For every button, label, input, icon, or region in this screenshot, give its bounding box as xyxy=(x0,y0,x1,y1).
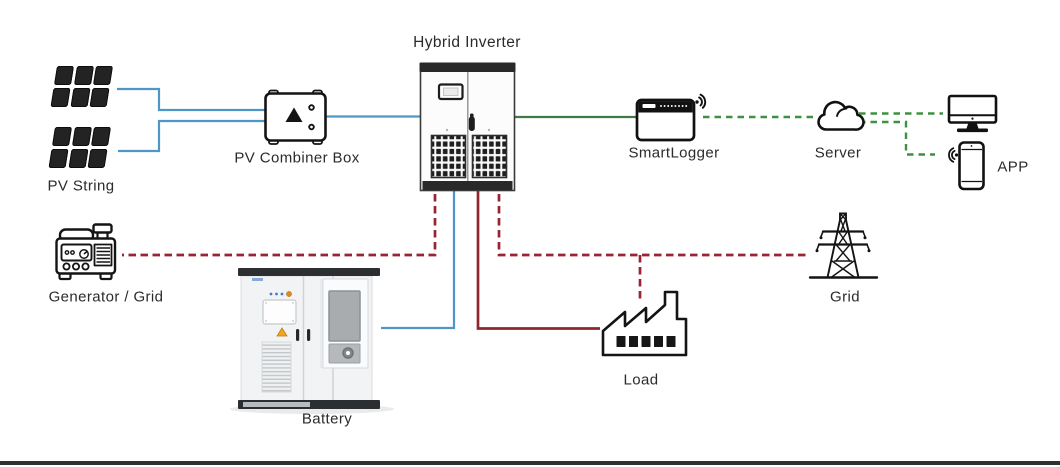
battery-vent-grille xyxy=(261,341,292,393)
line-inverter-to-generator xyxy=(122,194,437,257)
battery-door-handle xyxy=(296,329,300,341)
warning-triangle-icon xyxy=(285,107,303,122)
line-pv2-to-combiner xyxy=(118,119,268,153)
smartlogger-device-icon xyxy=(635,93,707,142)
monitor-icon xyxy=(947,94,998,133)
wifi-signal-icon xyxy=(948,147,959,163)
solar-panel-array-bottom xyxy=(48,127,111,168)
phone-icon xyxy=(948,141,985,191)
hybrid-inverter-label: Hybrid Inverter xyxy=(413,34,521,51)
grid-label: Grid xyxy=(830,288,860,306)
solar-cell xyxy=(90,127,111,146)
server-label: Server xyxy=(814,144,862,162)
battery-door-handle xyxy=(307,329,311,341)
solar-cell xyxy=(71,127,92,146)
pv-combiner-box-label: PV Combiner Box xyxy=(234,149,360,167)
solar-cell xyxy=(73,66,94,85)
solar-cell xyxy=(48,148,69,168)
warning-triangle-icon xyxy=(276,327,288,337)
app-label: APP xyxy=(997,158,1029,176)
wifi-signal-icon xyxy=(695,93,707,109)
factory-icon xyxy=(601,290,688,357)
load-label: Load xyxy=(623,371,659,389)
server-cloud-icon xyxy=(817,100,865,131)
battery-logo xyxy=(252,278,263,281)
smartlogger-label: SmartLogger xyxy=(628,144,720,162)
battery-junction-box xyxy=(262,299,297,325)
generator-grid-label: Generator / Grid xyxy=(48,288,164,306)
solar-cell xyxy=(70,87,91,107)
image-bottom-border xyxy=(0,461,1060,465)
line-pv1-to-combiner xyxy=(117,87,268,112)
line-server-to-phone xyxy=(859,120,935,156)
combiner-box-icon xyxy=(264,89,327,145)
inverter-cabinet-icon xyxy=(419,62,516,192)
inverter-vent-right xyxy=(471,134,508,179)
battery-status-leds xyxy=(269,291,292,297)
battery-cabinet-icon xyxy=(230,268,394,414)
inverter-vent-left xyxy=(430,134,467,179)
solar-cell xyxy=(92,66,113,85)
generator-icon xyxy=(55,223,117,281)
pv-string-label: PV String xyxy=(47,177,115,195)
solar-cell xyxy=(89,87,110,107)
inverter-handle xyxy=(468,116,475,131)
solar-cell xyxy=(50,87,71,107)
transmission-tower-icon xyxy=(808,212,879,279)
connection-lines xyxy=(117,87,943,330)
battery-label: Battery xyxy=(301,410,353,428)
line-inverter-to-battery xyxy=(381,191,456,330)
solar-cell xyxy=(87,148,108,168)
solar-cell xyxy=(53,66,74,85)
line-inverter-to-load xyxy=(476,191,600,330)
solar-cell xyxy=(51,127,72,146)
solar-cell xyxy=(68,148,89,168)
solar-panel-array-top xyxy=(50,66,113,107)
line-inverter-to-grid xyxy=(497,194,808,257)
